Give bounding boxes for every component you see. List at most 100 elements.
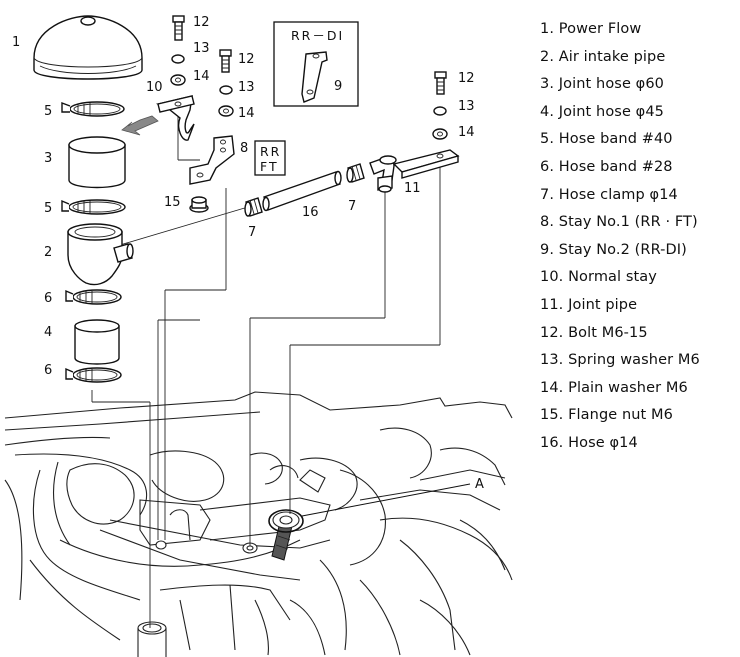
legend-item: 14. Plain washer M6	[540, 375, 740, 403]
legend-item: 11. Joint pipe	[540, 292, 740, 320]
legend-item: 3. Joint hose φ60	[540, 71, 740, 99]
joint-hose-60	[68, 136, 126, 189]
legend-item: 6. Hose band #28	[540, 154, 740, 182]
legend-item-text: Bolt M6-15	[568, 324, 648, 341]
rr-di-label: RR－DI	[291, 28, 344, 43]
flange-nut	[189, 196, 209, 213]
legend-item-number: 8.	[540, 214, 555, 231]
legend-item-text: Joint hose φ45	[558, 103, 664, 120]
legend-item: 15. Flange nut M6	[540, 402, 740, 430]
callout-13-right: 13	[458, 99, 475, 114]
callout-3: 3	[44, 151, 52, 166]
callout-9: 9	[334, 79, 342, 94]
legend-item-number: 15.	[540, 407, 564, 424]
air-intake-pipe	[67, 223, 134, 286]
legend-item: 16. Hose φ14	[540, 430, 740, 458]
hose-clamp-14-right	[346, 163, 365, 183]
legend-item: 7. Hose clamp φ14	[540, 182, 740, 210]
joint-pipe	[369, 149, 460, 193]
legend-item-text: Air intake pipe	[558, 48, 666, 65]
legend-item-text: Flange nut M6	[568, 407, 673, 424]
legend-item: 8. Stay No.1 (RR · FT)	[540, 209, 740, 237]
legend-item-number: 4.	[540, 103, 555, 120]
legend-item-number: 10.	[540, 269, 564, 286]
callout-2: 2	[44, 245, 52, 260]
stay-box-labels: RR－DI RR FT	[260, 28, 344, 174]
rr-ft-label-line2: FT	[260, 159, 279, 174]
legend-item-number: 3.	[540, 76, 555, 93]
legend-item-number: 9.	[540, 241, 555, 258]
legend-item-text: Joint hose φ60	[558, 76, 664, 93]
legend-item-text: Joint pipe	[568, 296, 638, 313]
callout-A: A	[475, 477, 484, 492]
legend-item: 2. Air intake pipe	[540, 44, 740, 72]
callout-5-upper: 5	[44, 104, 52, 119]
callout-12-left: 12	[193, 15, 210, 30]
rr-ft-label-line1: RR	[260, 144, 281, 159]
stay-no2-inset	[273, 21, 359, 107]
callout-14-right: 14	[458, 125, 475, 140]
legend-item-number: 13.	[540, 352, 564, 369]
legend-item-number: 2.	[540, 48, 555, 65]
callout-7-left: 7	[248, 225, 256, 240]
callout-15: 15	[164, 195, 181, 210]
stay-no1	[189, 135, 235, 185]
legend-item: 10. Normal stay	[540, 264, 740, 292]
legend-item: 5. Hose band #40	[540, 126, 740, 154]
callout-13-middle: 13	[238, 80, 255, 95]
callout-12-middle: 12	[238, 52, 255, 67]
legend-item-number: 5.	[540, 131, 555, 148]
legend-item: 4. Joint hose φ45	[540, 99, 740, 127]
legend-item-number: 6.	[540, 158, 555, 175]
hose-clamp-14-left	[244, 197, 263, 217]
callout-12-right: 12	[458, 71, 475, 86]
legend-item-text: Stay No.1 (RR · FT)	[558, 214, 698, 231]
leader-lines	[91, 112, 441, 628]
callout-4: 4	[44, 325, 52, 340]
legend-item-text: Hose band #40	[558, 131, 673, 148]
callout-6-lower: 6	[44, 363, 52, 378]
legend-item: 12. Bolt M6-15	[540, 320, 740, 348]
joint-hose-45	[74, 319, 120, 365]
legend-item-text: Stay No.2 (RR-DI)	[558, 241, 687, 258]
legend-item-text: Hose φ14	[568, 434, 638, 451]
callout-10: 10	[146, 80, 163, 95]
legend-item-text: Hose clamp φ14	[558, 186, 678, 203]
callout-14-left: 14	[193, 69, 210, 84]
callout-7-right: 7	[348, 199, 356, 214]
exploded-parts-diagram: 1 5 3 5 2 6 4 6 10 12 13 14 12 13 14 8 1…	[4, 15, 513, 657]
legend-item-number: 12.	[540, 324, 564, 341]
legend-item-number: 11.	[540, 296, 564, 313]
legend-item: 9. Stay No.2 (RR-DI)	[540, 237, 740, 265]
hose-14	[262, 170, 342, 212]
callout-14-middle: 14	[238, 106, 255, 121]
rr-ft-box	[254, 140, 286, 176]
hose-band-40-upper	[61, 101, 125, 117]
hose-band-28-lower	[65, 367, 122, 383]
legend-item-number: 1.	[540, 21, 555, 37]
legend-item-text: Spring washer M6	[568, 352, 700, 369]
hose-band-40-lower	[61, 199, 126, 215]
legend-item-number: 7.	[540, 186, 555, 203]
bolt-stack-left	[170, 15, 186, 86]
legend-item-number: 14.	[540, 379, 564, 396]
power-flow-filter	[33, 15, 143, 80]
hose-band-28-upper	[65, 289, 122, 305]
legend-item-number: 16.	[540, 434, 564, 451]
legend-item-text: Hose band #28	[558, 158, 673, 175]
bolt-stack-middle	[218, 49, 234, 117]
legend-item: 1. Power Flow	[540, 16, 740, 44]
callout-13-left: 13	[193, 41, 210, 56]
airflow-arrow	[121, 115, 159, 136]
legend-item: 13. Spring washer M6	[540, 347, 740, 375]
callout-6-upper: 6	[44, 291, 52, 306]
normal-stay	[155, 95, 195, 141]
callout-5-lower: 5	[44, 201, 52, 216]
legend-item-text: Power Flow	[558, 21, 642, 37]
callout-8: 8	[240, 141, 248, 156]
legend-item-text: Normal stay	[568, 269, 657, 286]
callout-16: 16	[302, 205, 319, 220]
callout-11: 11	[404, 181, 421, 196]
legend-item-text: Plain washer M6	[568, 379, 688, 396]
